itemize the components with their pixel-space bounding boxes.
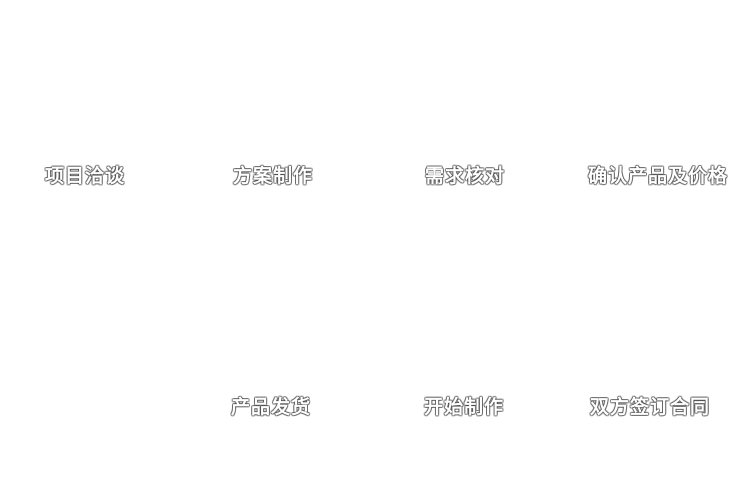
flow-step-proposal-creation: 方案制作 — [233, 166, 314, 187]
flow-step-confirm-product-price: 确认产品及价格 — [588, 166, 729, 187]
flow-step-project-negotiation: 项目洽谈 — [45, 166, 126, 187]
flow-step-sign-contract: 双方签订合同 — [590, 397, 711, 418]
flow-step-requirement-check: 需求核对 — [425, 166, 506, 187]
flow-step-start-production: 开始制作 — [424, 397, 505, 418]
flow-step-product-shipment: 产品发货 — [231, 397, 312, 418]
